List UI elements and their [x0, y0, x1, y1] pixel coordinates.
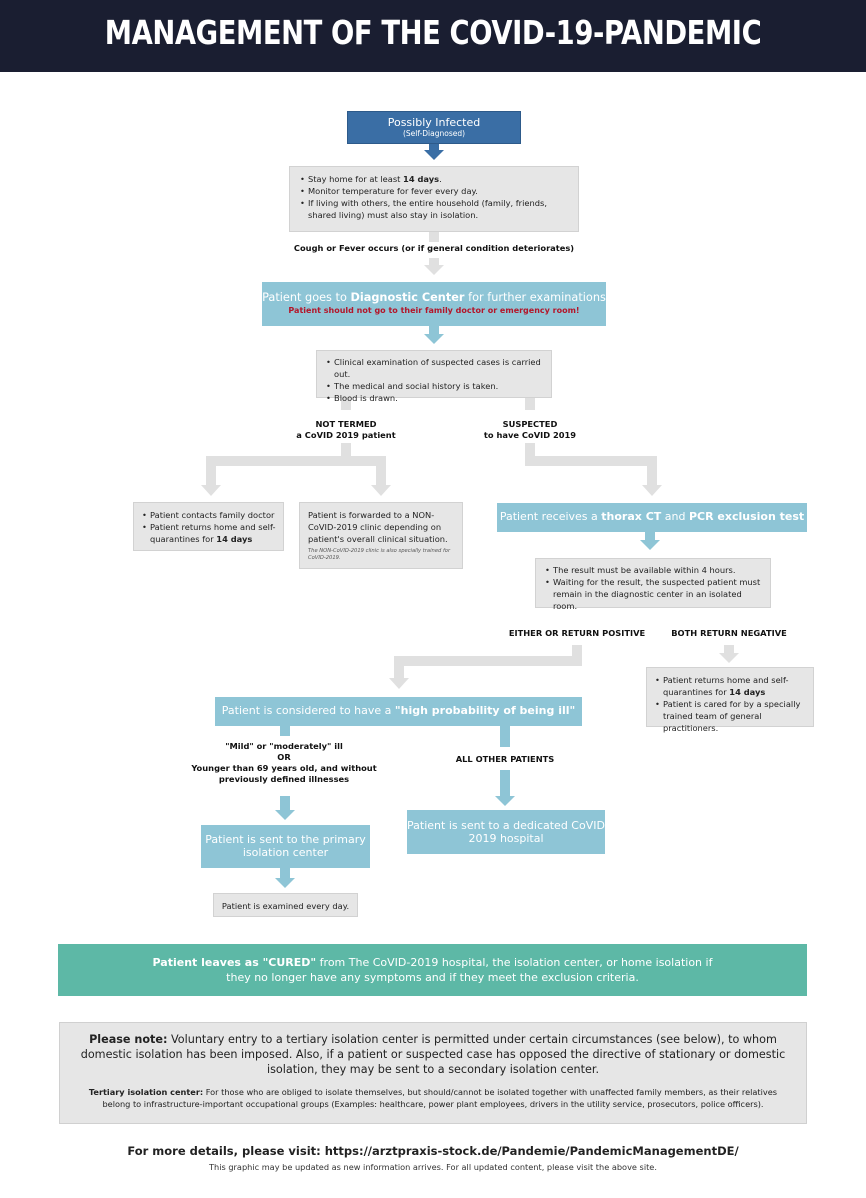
- connector-highprob-right: [500, 726, 510, 747]
- arrow-negative-to-box: [719, 645, 739, 663]
- arrow-other-to-hospital: [495, 770, 515, 806]
- family-doctor-item: Patient returns home and self-quarantine…: [140, 521, 277, 545]
- home-advice-item: If living with others, the entire househ…: [298, 197, 570, 221]
- arrow-thorax-to-result: [640, 532, 660, 550]
- page-title: MANAGEMENT OF THE COVID-19-PANDEMIC: [104, 13, 762, 52]
- family-doctor-item: Patient contacts family doctor: [140, 509, 277, 521]
- connector-not-termed-split: [201, 443, 391, 496]
- forwarded-box: Patient is forwarded to a NON-CoVID-2019…: [299, 502, 463, 569]
- negative-result-item: Patient is cared for by a specially trai…: [653, 698, 807, 734]
- clinical-exam-box: Clinical examination of suspected cases …: [316, 350, 552, 404]
- connector-suspected-to-thorax: [525, 443, 662, 496]
- negative-result-box: Patient returns home and self-quarantine…: [646, 667, 814, 733]
- possibly-infected-title: Possibly Infected: [387, 116, 481, 129]
- arrow-trigger-to-diagnostic: [424, 258, 444, 275]
- clinical-exam-item: Clinical examination of suspected cases …: [324, 356, 544, 380]
- high-probability-box: Patient is considered to have a "high pr…: [215, 697, 582, 726]
- home-advice-box: Stay home for at least 14 days. Monitor …: [289, 166, 579, 232]
- trigger-label: Cough or Fever occurs (or if general con…: [293, 243, 575, 253]
- negative-result-item: Patient returns home and self-quarantine…: [653, 674, 807, 698]
- diagnostic-center-title: Patient goes to Diagnostic Center for fu…: [262, 291, 606, 304]
- home-advice-item: Monitor temperature for fever every day.: [298, 185, 570, 197]
- arrow-mild-to-primary: [275, 796, 295, 820]
- clinical-exam-item: The medical and social history is taken.: [324, 380, 544, 392]
- connector-home-to-trigger: [429, 232, 439, 242]
- header-bar: MANAGEMENT OF THE COVID-19-PANDEMIC: [0, 0, 866, 72]
- home-advice-item: Stay home for at least 14 days.: [298, 173, 570, 185]
- result-wait-item: The result must be available within 4 ho…: [543, 564, 763, 576]
- result-wait-box: The result must be available within 4 ho…: [535, 558, 771, 611]
- arrow-diagnostic-to-exam: [424, 326, 444, 344]
- connector-highprob-left: [280, 726, 290, 736]
- thorax-ct-box: Patient receives a thorax CT and PCR exc…: [497, 503, 807, 532]
- connector-positive-to-highprob: [389, 645, 582, 689]
- dedicated-hospital-box: Patient is sent to a dedicated CoVID 201…: [407, 810, 605, 854]
- possibly-infected-subtitle: (Self-Diagnosed): [402, 129, 466, 138]
- arrow-infected-to-advice: [424, 143, 444, 160]
- result-wait-item: Waiting for the result, the suspected pa…: [543, 576, 763, 612]
- please-note-text: Please note: Voluntary entry to a tertia…: [80, 1033, 786, 1076]
- please-note-box: Please note: Voluntary entry to a tertia…: [59, 1022, 807, 1124]
- tertiary-isolation-text: Tertiary isolation center: For those who…: [88, 1087, 778, 1109]
- diagnostic-center-warning: Patient should not go to their family do…: [288, 306, 580, 315]
- both-negative-label: BOTH RETURN NEGATIVE: [671, 628, 787, 638]
- clinical-exam-item: Blood is drawn.: [324, 392, 544, 404]
- diagnostic-center-box: Patient goes to Diagnostic Center for fu…: [262, 282, 606, 326]
- update-note: This graphic may be updated as new infor…: [209, 1162, 657, 1172]
- forwarded-note: The NON-CoVID-2019 clinic is also specia…: [308, 548, 451, 561]
- mild-criteria-label: "Mild" or "moderately" ill OR Younger th…: [191, 741, 377, 784]
- family-doctor-box: Patient contacts family doctor Patient r…: [133, 502, 284, 551]
- primary-isolation-box: Patient is sent to the primary isolation…: [201, 825, 370, 868]
- examined-daily-box: Patient is examined every day.: [213, 893, 358, 917]
- arrow-primary-to-examined: [275, 868, 295, 888]
- cured-box: Patient leaves as "CURED" from The CoVID…: [58, 944, 807, 996]
- forwarded-text: Patient is forwarded to a NON-CoVID-2019…: [308, 510, 448, 544]
- details-url[interactable]: For more details, please visit: https://…: [127, 1144, 739, 1158]
- all-other-patients-label: ALL OTHER PATIENTS: [455, 754, 555, 764]
- possibly-infected-box: Possibly Infected (Self-Diagnosed): [347, 111, 521, 144]
- either-positive-label: EITHER OR RETURN POSITIVE: [508, 628, 646, 638]
